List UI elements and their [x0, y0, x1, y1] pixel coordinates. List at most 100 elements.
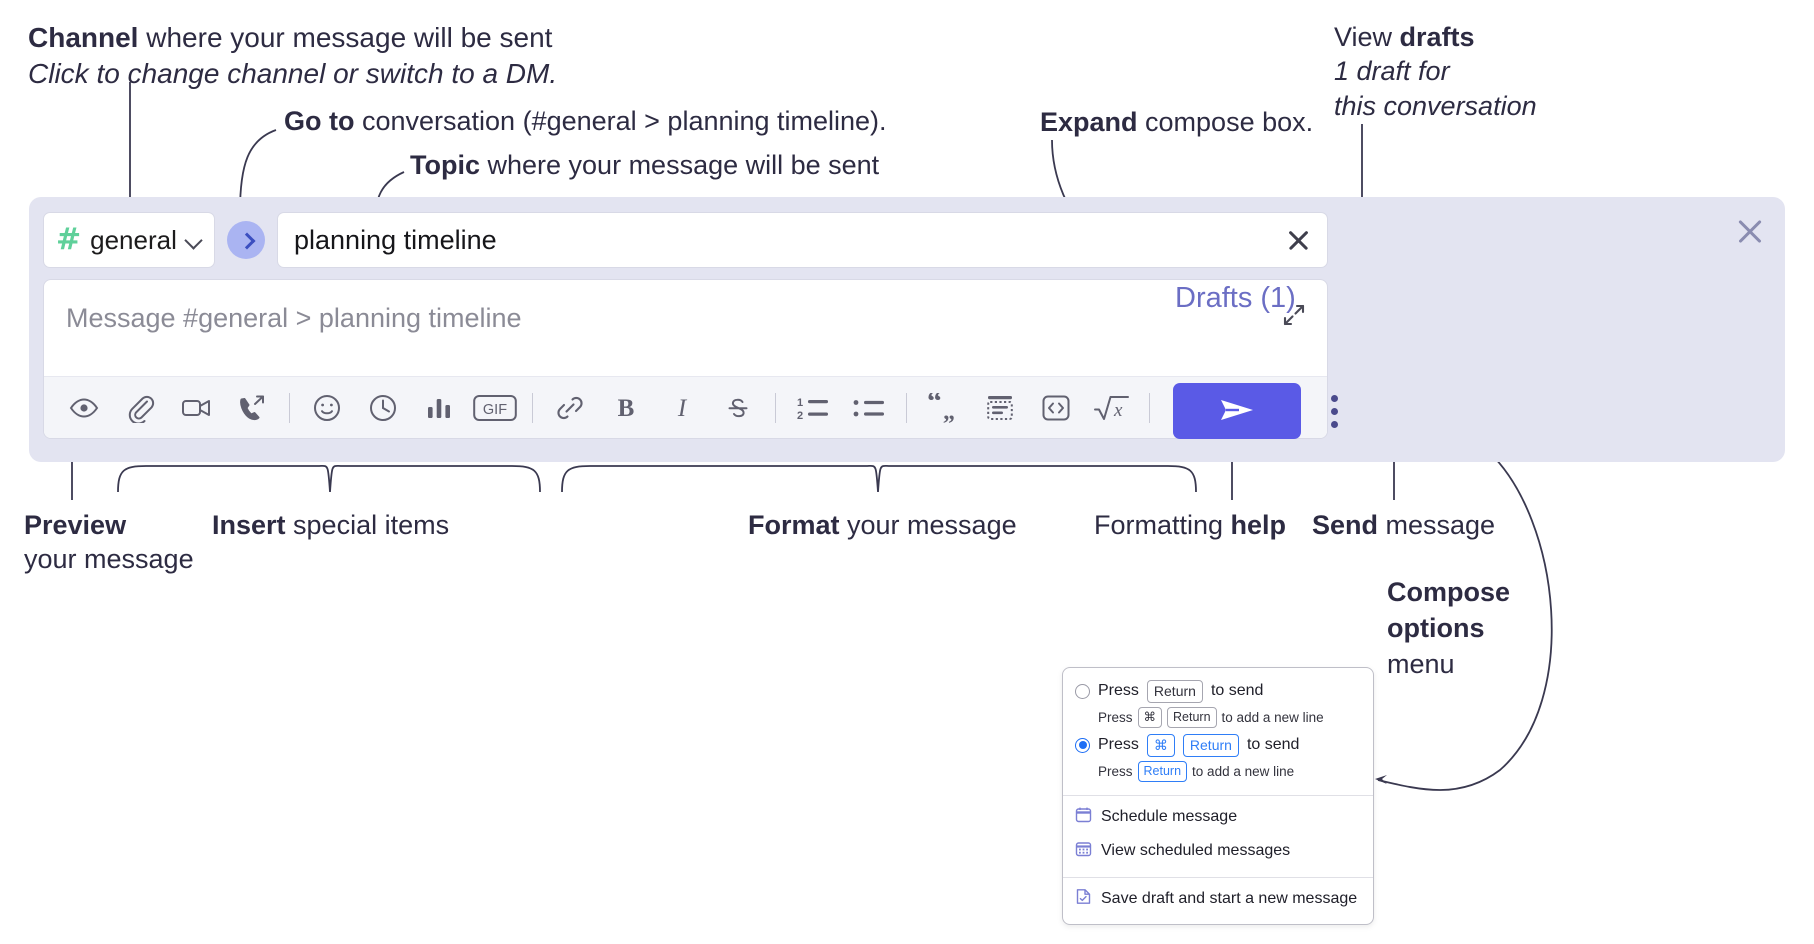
link-icon[interactable]	[542, 383, 598, 433]
annotation-preview-bold: Preview	[24, 510, 127, 540]
send-button[interactable]	[1173, 383, 1301, 439]
annotation-drafts-italic1: 1 draft for	[1334, 56, 1450, 87]
attachment-icon[interactable]	[112, 383, 168, 433]
annotation-expand-rest: compose box.	[1137, 107, 1314, 137]
svg-text:1: 1	[797, 397, 803, 409]
topic-input-wrapper[interactable]: planning timeline	[277, 212, 1328, 268]
toolbar-divider	[289, 392, 290, 423]
code-snippet-icon[interactable]	[1028, 383, 1084, 433]
hash-icon: #	[56, 222, 82, 257]
kebab-dot	[1330, 394, 1338, 402]
annotation-help-pre: Formatting	[1094, 510, 1231, 540]
chevron-down-icon	[186, 232, 202, 248]
annotation-send: Send message	[1312, 508, 1495, 542]
bulleted-list-icon[interactable]	[841, 383, 897, 433]
menu-item-label: View scheduled messages	[1101, 841, 1291, 859]
svg-text:„: „	[943, 399, 955, 423]
strikethrough-icon[interactable]	[710, 383, 766, 433]
annotation-goto: Go to conversation (#general > planning …	[284, 104, 887, 138]
compose-header-row: # general planning timeline	[43, 212, 1328, 268]
send-option-return-sub: Press ⌘ Return to add a new line	[1098, 706, 1361, 728]
drafts-link[interactable]: Drafts (1)	[1175, 282, 1296, 314]
poll-bar-chart-icon[interactable]	[411, 383, 467, 433]
annotation-channel-bold: Channel	[28, 22, 139, 53]
audio-clip-icon[interactable]	[224, 383, 280, 433]
formatting-toolbar: GIF B	[44, 376, 1327, 438]
kebab-dot	[1330, 407, 1338, 415]
menu-item-label: Schedule message	[1101, 807, 1238, 825]
compose-side-pane: Drafts (1)	[1173, 197, 1785, 462]
key-return: Return	[1137, 760, 1188, 782]
gif-icon[interactable]: GIF	[467, 383, 523, 433]
menu-item-view-scheduled[interactable]: View scheduled messages	[1063, 834, 1373, 868]
annotation-channel: Channel where your message will be sent …	[28, 20, 557, 91]
math-icon[interactable]: x	[1084, 383, 1140, 433]
code-block-icon[interactable]	[972, 383, 1028, 433]
channel-name: general	[90, 224, 177, 255]
key-command: ⌘	[1146, 733, 1175, 757]
emoji-icon[interactable]	[299, 383, 355, 433]
option-pre: Press	[1098, 736, 1139, 754]
toolbar-divider	[775, 392, 776, 423]
calendar-schedule-icon	[1075, 806, 1092, 828]
annotation-help-bold: help	[1230, 510, 1287, 540]
radio-button-unselected[interactable]	[1075, 683, 1090, 699]
annotation-drafts-italic2: this conversation	[1334, 90, 1537, 121]
key-return: Return	[1146, 680, 1203, 703]
calendar-grid-icon	[1075, 840, 1092, 862]
send-option-cmd-return[interactable]: Press ⌘ Return to send Press Return to a…	[1063, 732, 1373, 786]
blockquote-icon[interactable]: “ „	[916, 383, 972, 433]
annotation-drafts-bold: drafts	[1399, 22, 1475, 52]
video-clip-icon[interactable]	[168, 383, 224, 433]
annotation-compose-rest: menu	[1387, 649, 1455, 680]
compose-main-column: # general planning timeline Message #gen…	[43, 212, 1328, 439]
menu-divider	[1063, 876, 1373, 878]
toolbar-divider	[906, 392, 907, 423]
clear-topic-icon[interactable]	[1283, 225, 1313, 255]
schedule-clock-icon[interactable]	[355, 383, 411, 433]
annotation-help: Formatting help	[1094, 508, 1286, 542]
toolbar-divider	[532, 392, 533, 423]
annotation-insert-rest: special items	[285, 510, 450, 540]
close-composer-icon[interactable]	[1733, 215, 1767, 249]
sub-pre: Press	[1098, 709, 1133, 725]
menu-divider	[1063, 794, 1373, 796]
annotation-compose-bold1: Compose	[1387, 577, 1511, 607]
chevron-right-icon	[241, 235, 252, 246]
ordered-list-icon[interactable]: 1 2	[785, 383, 841, 433]
goto-conversation-button[interactable]	[227, 221, 265, 259]
annotation-compose-options: Compose options menu	[1387, 574, 1510, 683]
message-input-box[interactable]: Message #general > planning timeline	[43, 279, 1328, 439]
radio-button-selected[interactable]	[1075, 737, 1090, 753]
annotation-topic: Topic where your message will be sent	[410, 148, 879, 182]
svg-text:I: I	[677, 395, 688, 422]
topic-input[interactable]: planning timeline	[294, 224, 497, 255]
compose-options-button[interactable]	[1319, 389, 1349, 433]
preview-icon[interactable]	[56, 383, 112, 433]
option-post: to send	[1246, 736, 1300, 754]
svg-text:x: x	[1113, 400, 1123, 421]
option-pre: Press	[1098, 682, 1139, 700]
send-option-cmd-return-main: Press ⌘ Return to send	[1075, 733, 1361, 757]
send-option-return[interactable]: Press Return to send Press ⌘ Return to a…	[1063, 678, 1373, 732]
annotation-format-bold: Format	[748, 510, 840, 540]
channel-selector[interactable]: # general	[43, 212, 215, 268]
send-option-return-main: Press Return to send	[1075, 680, 1361, 703]
menu-item-schedule-message[interactable]: Schedule message	[1063, 800, 1373, 834]
expand-compose-icon[interactable]	[1281, 302, 1307, 328]
svg-text:B: B	[618, 395, 635, 422]
annotation-preview-line2: your message	[24, 544, 194, 575]
option-post: to send	[1210, 682, 1264, 700]
kebab-dot	[1330, 420, 1338, 428]
menu-item-save-draft[interactable]: Save draft and start a new message	[1063, 882, 1373, 916]
message-placeholder: Message #general > planning timeline	[66, 303, 522, 333]
compose-widget: # general planning timeline Message #gen…	[29, 197, 1785, 462]
bold-icon[interactable]: B	[598, 383, 654, 433]
annotation-drafts-pre: View	[1334, 22, 1400, 52]
italic-icon[interactable]: I	[654, 383, 710, 433]
svg-text:“: “	[927, 393, 942, 418]
annotation-expand-bold: Expand	[1040, 107, 1138, 137]
annotation-topic-bold: Topic	[410, 150, 480, 180]
